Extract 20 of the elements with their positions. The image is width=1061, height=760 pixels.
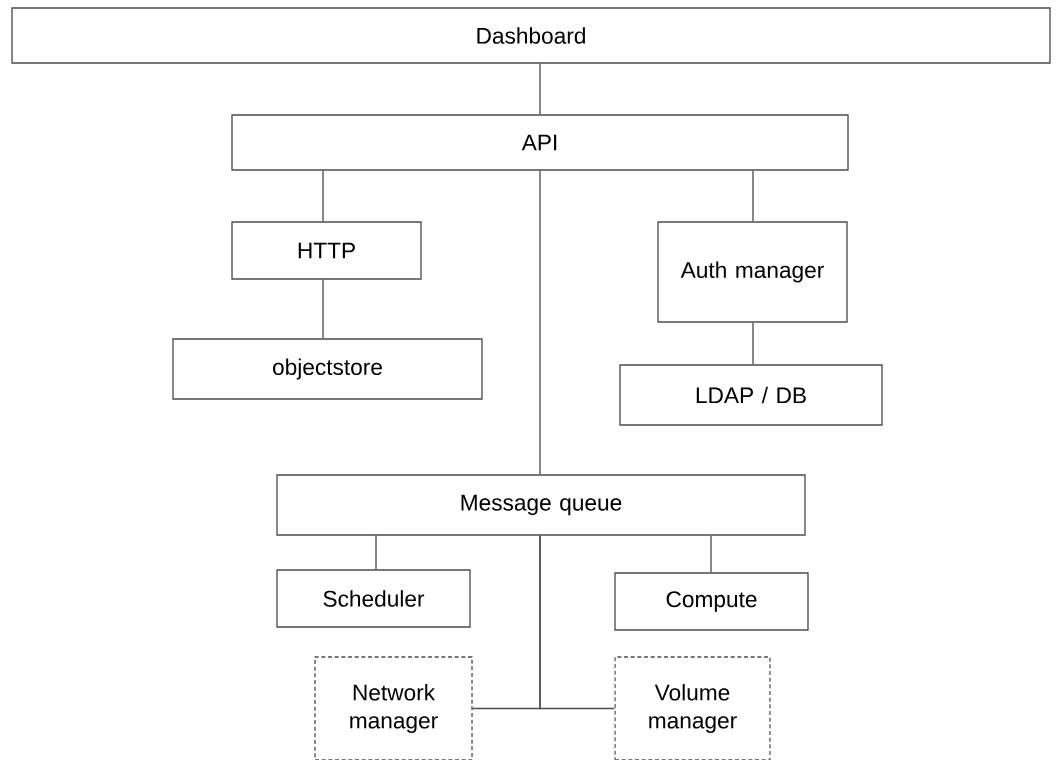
component-box: LDAP / DB <box>619 364 883 426</box>
component-box: Auth manager <box>657 221 848 323</box>
dashed-box: Volume manager <box>614 656 771 760</box>
component-box: Compute <box>614 572 809 631</box>
dashed-box: Network manager <box>314 656 473 760</box>
connector-line <box>322 279 324 339</box>
connector-line <box>322 170 324 222</box>
connector-line <box>710 535 712 573</box>
connector-line <box>539 535 615 710</box>
component-box: Scheduler <box>276 569 471 628</box>
connector-line <box>752 170 754 222</box>
connector-line <box>375 535 377 570</box>
component-box: Dashboard <box>11 7 1051 64</box>
connector-line <box>539 63 541 115</box>
component-box: HTTP <box>231 221 422 280</box>
component-box: API <box>231 114 849 171</box>
connector-line <box>539 170 541 475</box>
component-box: Message queue <box>276 474 806 536</box>
component-box: objectstore <box>172 338 483 400</box>
connector-line <box>752 322 754 365</box>
